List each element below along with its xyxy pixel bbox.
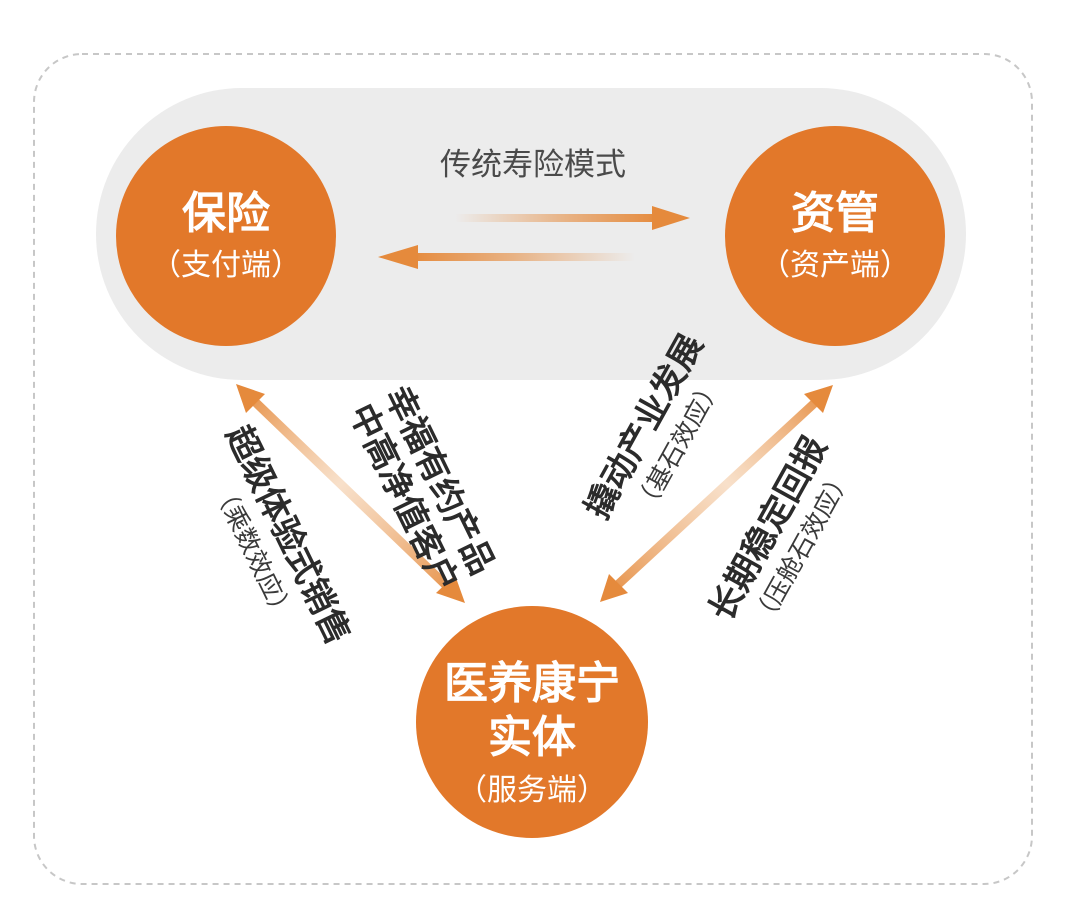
traditional-model-label: 传统寿险模式 [440,147,626,183]
outer-frame [33,53,1033,885]
double-arrow-icon [236,384,465,603]
traditional-model-band [96,88,966,380]
insurance-subtitle: （支付端） [151,248,301,283]
arrow-right-icon [455,206,690,230]
healthcare-subtitle: （服务端） [457,773,607,808]
healthcare-title-line2: 实体 [488,712,576,763]
asset-management-subtitle: （资产端） [760,248,910,283]
asset-management-node: 资管 （资产端） [725,126,945,346]
insurance-node: 保险 （支付端） [116,126,336,346]
healthcare-title-line1: 医养康宁 [444,658,620,709]
double-arrow-icon [600,385,833,602]
healthcare-node: 医养康宁 实体 （服务端） [416,606,648,838]
arrow-left-icon [378,245,635,269]
asset-management-title: 资管 [791,188,879,239]
insurance-title: 保险 [182,188,271,239]
